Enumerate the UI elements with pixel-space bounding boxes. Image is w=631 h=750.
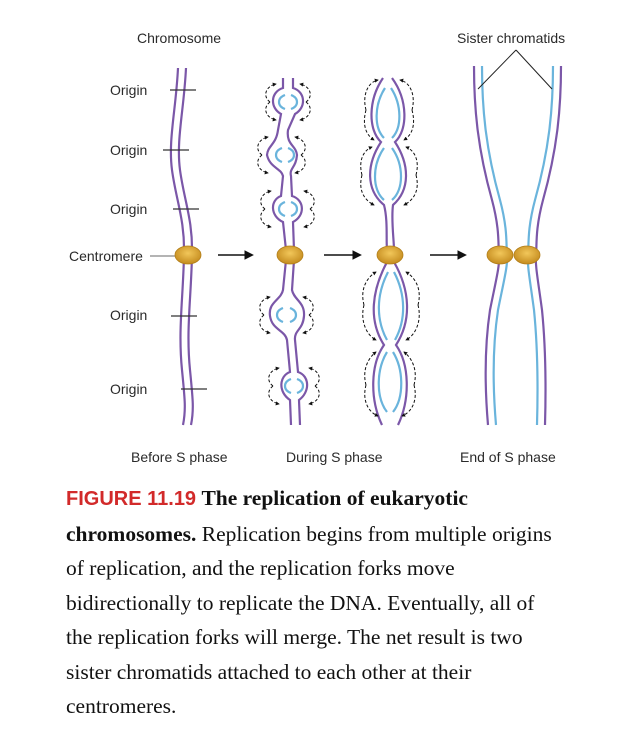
sister-chromatids [472, 49, 563, 426]
centromere-icon [513, 245, 541, 265]
chromosome-early-s-phase [257, 78, 320, 426]
chromosome-before-s-phase [150, 67, 207, 426]
figure-number: FIGURE 11.19 [66, 488, 197, 510]
origin-label: Origin [110, 82, 148, 98]
stage-label-end: End of S phase [460, 449, 556, 465]
origin-label: Origin [110, 142, 148, 158]
sister-chromatids-leader-line [515, 49, 553, 90]
origin-label: Origin [110, 201, 148, 217]
centromere-label: Centromere [69, 248, 143, 264]
chromosome-late-s-phase [360, 77, 420, 426]
figure-body: Replication begins from multiple origins… [66, 521, 552, 719]
centromere-icon [276, 245, 304, 265]
origin-label: Origin [110, 381, 148, 397]
centromere-icon [174, 245, 202, 265]
centromere-icon [486, 245, 514, 265]
replication-fork-arrows [257, 82, 320, 406]
figure-caption: FIGURE 11.19 The replication of eukaryot… [66, 481, 566, 724]
stage-label-during: During S phase [286, 449, 383, 465]
replication-diagram: Chromosome Sister chromatids Origin Orig… [69, 30, 566, 465]
centromere-icon [376, 245, 404, 265]
origin-label: Origin [110, 307, 148, 323]
chromosome-label: Chromosome [137, 30, 222, 46]
diagram-canvas [150, 49, 563, 426]
stage-label-before: Before S phase [131, 449, 228, 465]
replication-fork-arrows [360, 78, 420, 417]
figure-title: The replication of eukaryotic chromosome… [66, 486, 468, 546]
sister-chromatids-label: Sister chromatids [457, 30, 566, 46]
sister-chromatids-leader-line [477, 49, 517, 90]
